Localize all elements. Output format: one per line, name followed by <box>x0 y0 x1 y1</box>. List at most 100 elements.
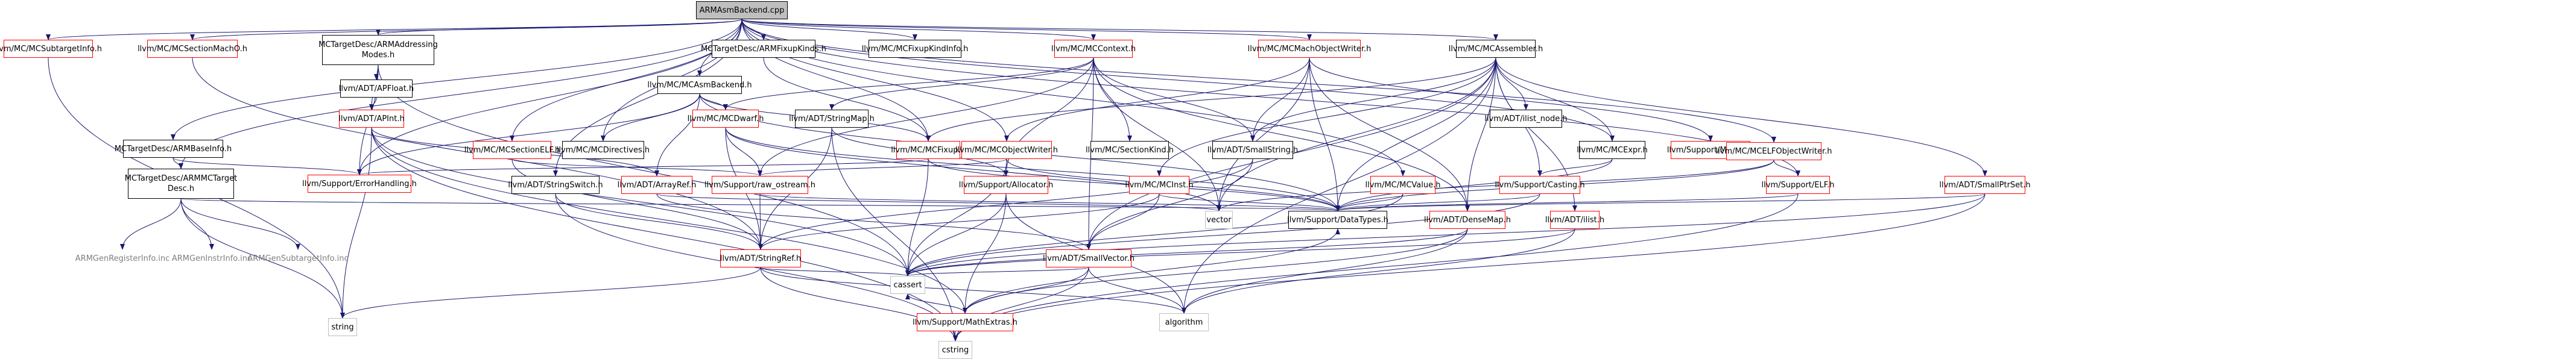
edge-mcinst-to-stringref <box>758 193 1160 250</box>
edge-mcassembler-to-densemap <box>1465 57 1496 211</box>
node-mccontext[interactable]: llvm/MC/MCContext.h <box>1051 40 1136 58</box>
edge-mccontext-to-densemap <box>1093 57 1470 211</box>
node-mcdirectives[interactable]: llvm/MC/MCDirectives.h <box>557 141 650 159</box>
edge-mcassembler-to-smallstring <box>1250 57 1496 142</box>
edge-mcassembler-to-mcexpr <box>1495 57 1615 142</box>
edge-stringref-to-algorithm <box>760 267 1186 314</box>
node-sectionkind[interactable]: llvm/MC/SectionKind.h <box>1086 141 1174 159</box>
edge-mcasmbackend-to-arrayref <box>654 93 700 176</box>
node-ilist[interactable]: llvm/ADT/ilist.h <box>1545 211 1604 229</box>
edge-arrayref-to-smallvector <box>656 193 1091 250</box>
node-cassert[interactable]: cassert <box>890 276 925 294</box>
node-errorhandling[interactable]: llvm/Support/ErrorHandling.h <box>302 175 417 193</box>
node-machobjwriter[interactable]: llvm/MC/MCMachObjectWriter.h <box>1248 40 1371 58</box>
node-smallstring[interactable]: llvm/ADT/SmallString.h <box>1207 141 1298 159</box>
edge-allocator-to-cassert <box>905 193 1007 276</box>
node-mcdwarf[interactable]: llvm/MC/MCDwarf.h <box>688 110 764 128</box>
edge-smallstring-to-stringref <box>758 158 1253 250</box>
edge-rawostream-to-datatypes <box>759 193 1340 211</box>
edge-machobjwriter-to-mcobjwriter <box>1004 57 1310 142</box>
edge-allocator-to-mathextras <box>963 193 1007 314</box>
node-supportelf[interactable]: llvm/Support/ELF.h <box>1762 176 1834 194</box>
node-armmctargetdesc[interactable]: MCTargetDesc/ARMMCTarget Desc.h <box>125 169 237 199</box>
edge-mcobjwriter-to-rawostream <box>758 158 1007 176</box>
node-sectionmacho[interactable]: llvm/MC/MCSectionMachO.h <box>138 40 247 58</box>
node-algorithm[interactable]: algorithm <box>1159 313 1209 331</box>
edge-mcdwarf-to-datatypes <box>725 127 1340 211</box>
node-subtargetinc: ARMGenSubtargetInfo.inc <box>247 254 349 263</box>
edge-smallptrset-to-cstring <box>953 193 1986 342</box>
node-stringmap[interactable]: llvm/ADT/StringMap.h <box>789 110 875 128</box>
edge-casting-to-datatypes <box>1335 193 1540 211</box>
node-mcexpr[interactable]: llvm/MC/MCExpr.h <box>1577 141 1648 159</box>
edge-machobjwriter-to-smallstring <box>1250 57 1310 142</box>
node-stringswitch[interactable]: llvm/ADT/StringSwitch.h <box>508 176 603 194</box>
edge-mathextras-to-datatypes <box>964 228 1340 314</box>
edge-casting-to-cassert <box>905 193 1540 276</box>
edge-armbaseinfo-to-errorhandling <box>172 157 362 175</box>
edge-mcasmbackend-to-errorhandling <box>357 93 700 175</box>
node-apint[interactable]: llvm/ADT/APInt.h <box>338 110 405 128</box>
node-smallvector[interactable]: llvm/ADT/SmallVector.h <box>1043 249 1135 267</box>
edge-supportelf-to-cstring <box>953 193 1799 342</box>
edge-mcexpr-to-casting <box>1537 158 1613 176</box>
node-apfloat[interactable]: llvm/ADT/APFloat.h <box>339 80 414 98</box>
edge-elfobjwriter-to-supportelf <box>1773 160 1800 176</box>
edge-mcasmbackend-to-mcdirectives <box>601 93 700 142</box>
node-allocator[interactable]: llvm/Support/Allocator.h <box>959 176 1053 194</box>
node-instrinfo: ARMGenInstrInfo.inc <box>171 254 252 263</box>
edge-mccontext-to-mcdwarf <box>723 57 1094 110</box>
node-mcvalue[interactable]: llvm/MC/MCValue.h <box>1366 176 1441 194</box>
node-mcasmbackend[interactable]: llvm/MC/MCAsmBackend.h <box>647 76 752 94</box>
node-mcassembler[interactable]: llvm/MC/MCAssembler.h <box>1449 40 1543 58</box>
node-stringref[interactable]: llvm/ADT/StringRef.h <box>720 249 801 267</box>
edge-mcassembler-to-smallptrset <box>1495 57 1987 176</box>
edge-sectionelf-to-rawostream <box>511 158 762 176</box>
edge-armmctargetdesc-to-datatypes <box>180 198 1340 211</box>
node-mcinst[interactable]: llvm/MC/MCInst.h <box>1125 176 1194 194</box>
edge-arrayref-to-vector <box>656 193 1221 211</box>
node-mcfixup[interactable]: llvm/MC/MCFixup.h <box>891 141 966 159</box>
node-arrayref[interactable]: llvm/ADT/ArrayRef.h <box>618 176 696 194</box>
edge-mcassembler-to-ilistnode <box>1495 57 1528 110</box>
node-rawostream[interactable]: llvm/Support/raw_ostream.h <box>704 176 815 194</box>
edge-mcinst-to-smallvector <box>1086 193 1160 250</box>
node-root[interactable]: ARMAsmBackend.cpp <box>696 1 788 19</box>
node-armbaseinfo[interactable]: MCTargetDesc/ARMBaseInfo.h <box>115 140 232 158</box>
node-mcobjwriter[interactable]: llvm/MC/MCObjectWriter.h <box>955 141 1058 159</box>
edge-sectionelf-to-stringref <box>511 158 763 250</box>
node-armaddr[interactable]: MCTargetDesc/ARMAddressing Modes.h <box>318 35 438 65</box>
edge-smallvector-to-cassert <box>905 267 1089 276</box>
edge-armfixupkinds-to-mcfixup <box>763 57 931 142</box>
edge-armmctargetdesc-to-subtargetinc <box>180 198 300 250</box>
node-armfixupkinds[interactable]: MCTargetDesc/ARMFixupKinds.h <box>701 40 826 58</box>
node-mcfixupkindinfo[interactable]: llvm/MC/MCFixupKindInfo.h <box>862 40 968 58</box>
edge-mcdwarf-to-vector <box>725 127 1221 211</box>
node-vector[interactable]: vector <box>1205 211 1233 229</box>
node-sectionelf[interactable]: llvm/MC/MCSectionELF.h <box>464 141 560 159</box>
edge-mccontext-to-vector <box>1093 57 1221 211</box>
node-cstring[interactable]: cstring <box>938 341 972 359</box>
edge-smallvector-to-mathextras <box>963 267 1089 314</box>
node-reginfo: ARMGenRegisterInfo.inc <box>75 254 170 263</box>
edge-mcexpr-to-datatypes <box>1335 158 1613 211</box>
node-datatypes[interactable]: llvm/Support/DataTypes.h <box>1287 211 1388 229</box>
edge-mcfixup-to-cassert <box>905 158 929 276</box>
edge-apint-to-string <box>340 127 372 319</box>
edge-machobjwriter-to-supportmacho <box>1309 57 1713 142</box>
node-densemap[interactable]: llvm/ADT/DenseMap.h <box>1424 211 1511 229</box>
edge-root-to-machobjwriter <box>741 19 1312 40</box>
node-elfobjwriter[interactable]: llvm/MC/MCELFObjectWriter.h <box>1715 142 1832 160</box>
node-subtargetinfo[interactable]: llvm/MC/MCSubtargetInfo.h <box>0 40 102 58</box>
node-smallptrset[interactable]: llvm/ADT/SmallPtrSet.h <box>1939 176 2031 194</box>
node-ilistnode[interactable]: llvm/ADT/ilist_node.h <box>1484 110 1568 128</box>
edge-smallptrset-to-datatypes <box>1335 193 1986 211</box>
node-casting[interactable]: llvm/Support/Casting.h <box>1495 176 1585 194</box>
node-string[interactable]: string <box>328 318 357 336</box>
node-mathextras[interactable]: llvm/Support/MathExtras.h <box>913 313 1017 331</box>
edge-ilist-to-algorithm <box>1182 228 1575 314</box>
edge-densemap-to-algorithm <box>1182 228 1468 314</box>
edge-armmctargetdesc-to-instrinfo <box>180 198 214 250</box>
edge-stringref-to-cassert <box>760 267 910 276</box>
